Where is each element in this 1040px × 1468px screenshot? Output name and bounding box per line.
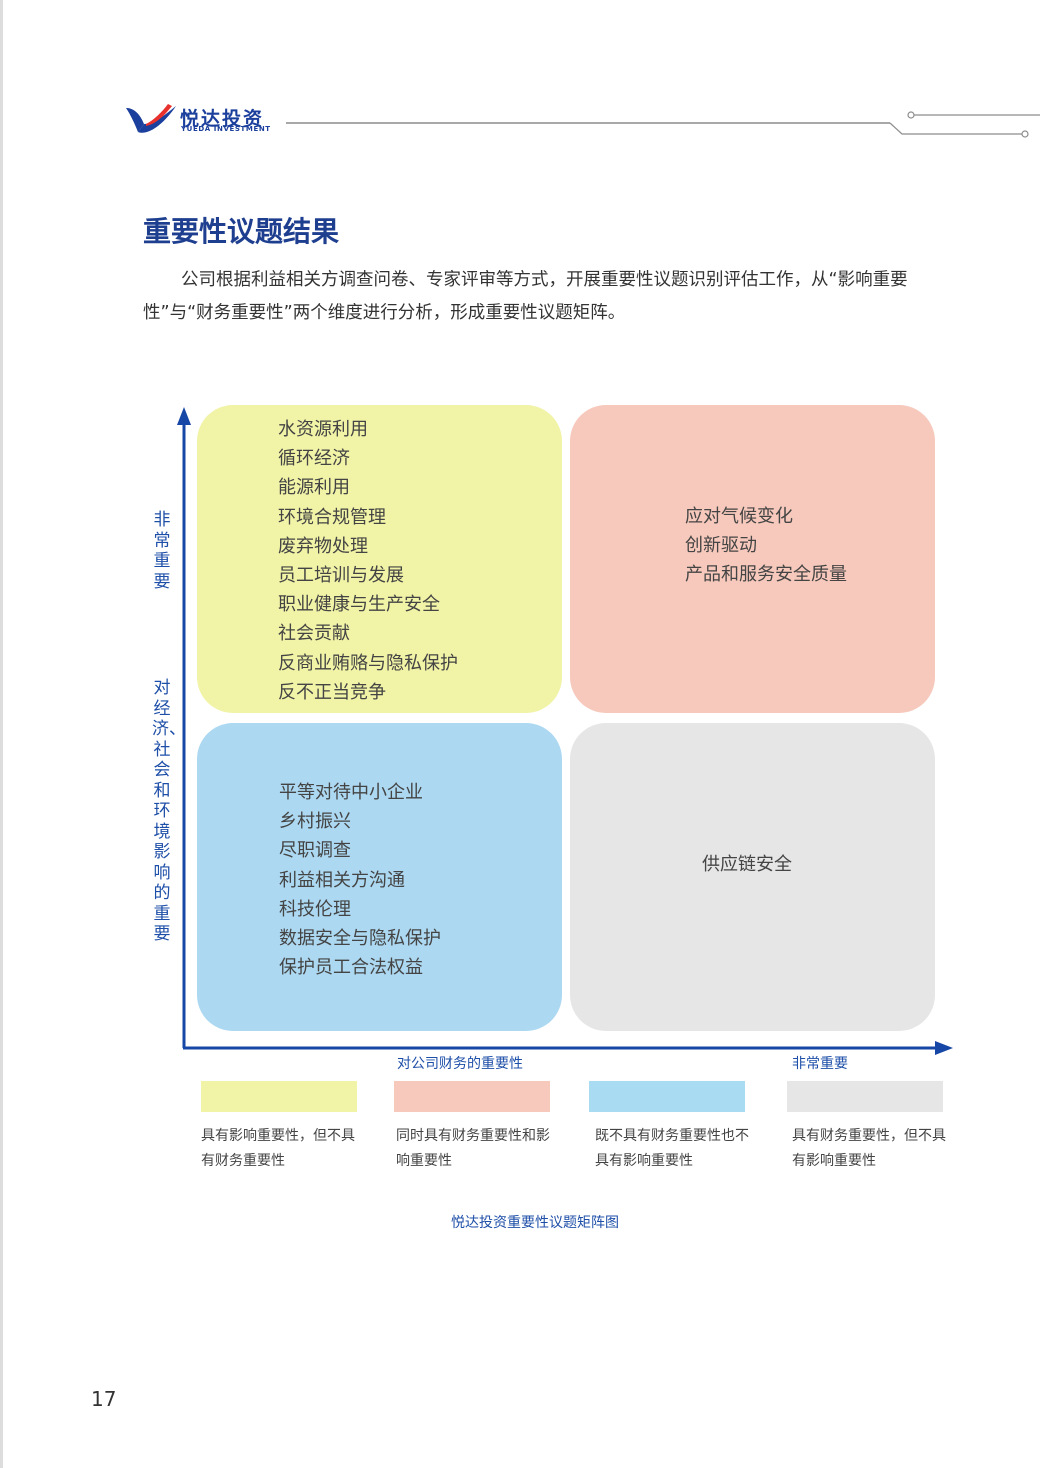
- quadrant-bottom-right-list: 供应链安全: [702, 850, 792, 879]
- topic-item: 应对气候变化: [685, 506, 793, 527]
- page-edge-rule: [0, 0, 3, 1468]
- topic-item: 利益相关方沟通: [279, 869, 405, 891]
- matrix-caption: 悦达投资重要性议题矩阵图: [451, 1215, 619, 1231]
- topic-item: 供应链安全: [702, 854, 792, 875]
- page-number: 17: [91, 1387, 117, 1411]
- topic-item: 乡村振兴: [279, 811, 351, 833]
- topic-item: 社会贡献: [278, 623, 350, 645]
- topic-item: 环境合规管理: [278, 506, 386, 528]
- quadrant-top-left-list: 水资源利用 循环经济 能源利用 环境合规管理 废弃物处理 员工培训与发展 职业健…: [278, 415, 458, 707]
- quadrant-bottom-left-list: 平等对待中小企业 乡村振兴 尽职调查 利益相关方沟通 科技伦理 数据安全与隐私保…: [279, 778, 441, 982]
- legend-text-blue: 既不具有财务重要性也不具有影响重要性: [595, 1128, 749, 1169]
- section-title: 重要性议题结果: [143, 215, 340, 248]
- x-axis-high-label: 非常重要: [792, 1056, 848, 1072]
- topic-item: 职业健康与生产安全: [278, 594, 440, 616]
- legend-text-pink: 同时具有财务重要性和影响重要性: [396, 1128, 550, 1169]
- topic-item: 科技伦理: [279, 898, 351, 920]
- topic-item: 水资源利用: [278, 419, 368, 440]
- topic-item: 反商业贿赂与隐私保护: [278, 652, 458, 674]
- quadrant-bottom-right: [570, 723, 935, 1031]
- legend-swatch-blue: [589, 1081, 745, 1112]
- quadrant-top-right-list: 应对气候变化 创新驱动 产品和服务安全质量: [685, 502, 847, 590]
- quadrant-bottom-left: [197, 723, 562, 1031]
- quadrant-top-left: [197, 405, 562, 713]
- legend-text-gray: 具有财务重要性，但不具有影响重要性: [792, 1128, 946, 1169]
- topic-item: 循环经济: [278, 448, 350, 470]
- topic-item: 员工培训与发展: [278, 565, 404, 587]
- topic-item: 产品和服务安全质量: [685, 564, 847, 586]
- topic-item: 数据安全与隐私保护: [279, 928, 441, 950]
- logo-subtitle: YUEDA INVESTMENT: [181, 125, 271, 133]
- header-rule: [286, 111, 1040, 138]
- legend-swatch-pink: [394, 1081, 550, 1112]
- y-axis-high-label: 非常重要: [153, 510, 171, 592]
- y-axis-arrow-icon: [177, 407, 191, 425]
- topic-item: 能源利用: [278, 477, 350, 499]
- x-axis-arrow-icon: [935, 1041, 953, 1055]
- quadrant-top-right: [570, 405, 935, 713]
- logo-name: 悦达投资: [180, 108, 265, 130]
- intro-paragraph: 公司根据利益相关方调查问卷、专家评审等方式，开展重要性议题识别评估工作，从“影响…: [143, 270, 908, 323]
- yueda-logo-icon: [126, 104, 176, 133]
- legend-swatch-yellow: [201, 1081, 357, 1112]
- x-axis-title: 对公司财务的重要性: [397, 1056, 523, 1072]
- topic-item: 平等对待中小企业: [279, 782, 423, 803]
- matrix-axes: [177, 407, 953, 1055]
- topic-item: 创新驱动: [685, 535, 757, 557]
- topic-item: 保护员工合法权益: [279, 957, 423, 979]
- legend-swatch-gray: [787, 1081, 943, 1112]
- topic-item: 尽职调查: [279, 840, 351, 862]
- legend-text-yellow: 具有影响重要性，但不具有财务重要性: [201, 1128, 355, 1169]
- topic-item: 废弃物处理: [278, 535, 368, 557]
- y-axis-title: 对经济、社会和环境影响的重要: [152, 678, 186, 944]
- topic-item: 反不正当竞争: [278, 681, 386, 703]
